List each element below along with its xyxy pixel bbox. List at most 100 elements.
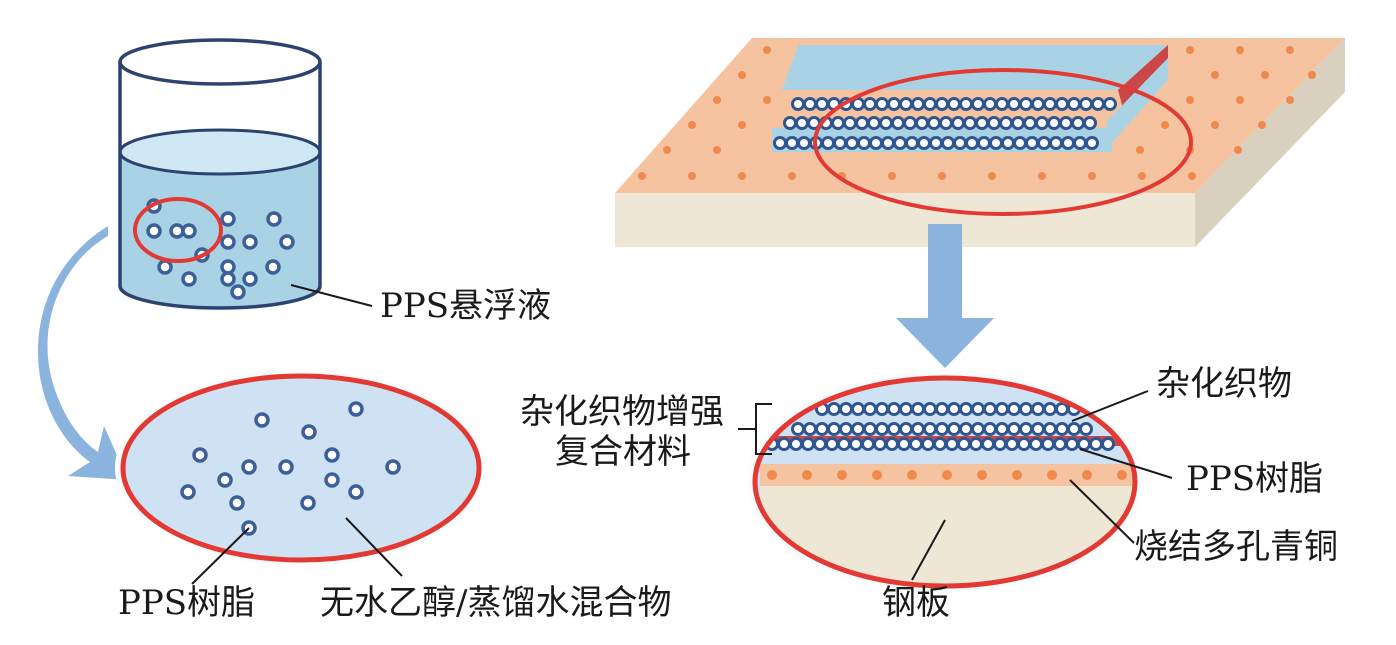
beaker-rim — [118, 38, 322, 86]
fiber-bead — [975, 116, 989, 130]
fiber-bead — [867, 116, 881, 130]
fiber-bead — [785, 136, 799, 150]
fiber-bead — [947, 402, 961, 416]
cross-section-oval — [745, 370, 1145, 594]
down-arrow-icon — [896, 224, 994, 368]
fiber-bead — [963, 116, 977, 130]
fiber-bead — [1059, 116, 1073, 130]
fiber-bead — [1025, 136, 1039, 150]
fiber-bead — [797, 136, 811, 150]
fiber-bead — [897, 437, 911, 451]
fiber-bead — [1019, 97, 1033, 111]
fiber-bead — [971, 402, 985, 416]
bronze-pores — [638, 46, 1316, 180]
leader-resin-right — [1079, 448, 1173, 479]
fiber-bead — [981, 437, 995, 451]
fiber-bead — [999, 116, 1013, 130]
fiber-bead — [995, 402, 1009, 416]
fiber-bead — [911, 97, 925, 111]
fiber-bead — [825, 437, 839, 451]
fabric-fiber-rows — [773, 97, 1117, 150]
fiber-bead — [833, 136, 847, 150]
fiber-bead — [983, 402, 997, 416]
fiber-bead — [1031, 97, 1045, 111]
fiber-bead — [1013, 136, 1027, 150]
fiber-bead — [1083, 116, 1097, 130]
fiber-bead — [987, 116, 1001, 130]
fiber-bead — [891, 116, 905, 130]
fiber-bead — [959, 97, 973, 111]
label-composite-line1: 杂化织物增强 — [520, 392, 724, 432]
fiber-bead — [959, 422, 973, 436]
fiber-bead — [1085, 136, 1099, 150]
fiber-bead — [977, 136, 991, 150]
fiber-bead — [1005, 437, 1019, 451]
beaker-particles — [146, 198, 295, 300]
fiber-bead — [983, 97, 997, 111]
fiber-bead — [1077, 437, 1091, 451]
fiber-bead — [923, 422, 937, 436]
beaker-liquid-surface — [118, 128, 322, 176]
label-steel-plate: 钢板 — [882, 583, 950, 623]
beaker — [118, 38, 322, 310]
fiber-bead — [935, 97, 949, 111]
fiber-bead — [887, 422, 901, 436]
fiber-bead — [921, 437, 935, 451]
mixture-oval — [115, 369, 487, 567]
fiber-bead — [947, 422, 961, 436]
fiber-bead — [849, 437, 863, 451]
fiber-bead — [899, 422, 913, 436]
fiber-bead — [993, 437, 1007, 451]
fiber-bead — [885, 437, 899, 451]
fiber-bead — [831, 116, 845, 130]
fiber-bead — [1079, 97, 1093, 111]
label-composite-line2: 复合材料 — [555, 432, 691, 472]
fiber-bead — [971, 422, 985, 436]
fiber-bead — [773, 136, 787, 150]
fiber-bead — [1035, 116, 1049, 130]
fiber-bead — [1011, 116, 1025, 130]
fiber-bead — [899, 402, 913, 416]
fiber-bead — [813, 437, 827, 451]
fiber-bead — [957, 437, 971, 451]
fiber-bead — [851, 402, 865, 416]
label-pps-resin-left: PPS树脂 — [118, 583, 255, 623]
fabric-top-layer — [782, 45, 1168, 90]
fiber-bead — [917, 136, 931, 150]
fiber-bead — [839, 402, 853, 416]
fiber-bead — [1043, 97, 1057, 111]
fiber-bead — [947, 97, 961, 111]
fiber-bead — [995, 97, 1009, 111]
fiber-bead — [959, 402, 973, 416]
fiber-bead — [791, 97, 805, 111]
fiber-bead — [827, 422, 841, 436]
fiber-bead — [869, 136, 883, 150]
fiber-bead — [941, 136, 955, 150]
composite-plate-3d — [615, 38, 1345, 247]
fiber-bead — [1041, 437, 1055, 451]
leader-suspension — [290, 284, 373, 307]
plate-zoom-ring — [813, 68, 1193, 216]
fiber-bead — [971, 97, 985, 111]
fiber-bead — [803, 97, 817, 111]
fiber-bead — [965, 136, 979, 150]
fiber-bead — [887, 402, 901, 416]
fiber-bead — [1029, 437, 1043, 451]
mixture-particles — [180, 401, 401, 536]
fiber-bead — [953, 136, 967, 150]
fiber-bead — [863, 402, 877, 416]
fiber-bead — [911, 422, 925, 436]
fiber-bead — [995, 422, 1009, 436]
fiber-bead — [1049, 136, 1063, 150]
fiber-bead — [1031, 402, 1045, 416]
fiber-bead — [845, 136, 859, 150]
fiber-bead — [881, 136, 895, 150]
fiber-bead — [875, 97, 889, 111]
bronze-layer-pores — [767, 470, 1127, 480]
cross-section-fiber-rows — [765, 402, 1115, 451]
fiber-bead — [1031, 422, 1045, 436]
fiber-bead — [923, 402, 937, 416]
label-sintered-bronze: 烧结多孔青铜 — [1134, 527, 1338, 567]
label-hybrid-fabric: 杂化织物 — [1156, 364, 1292, 404]
fiber-bead — [923, 97, 937, 111]
